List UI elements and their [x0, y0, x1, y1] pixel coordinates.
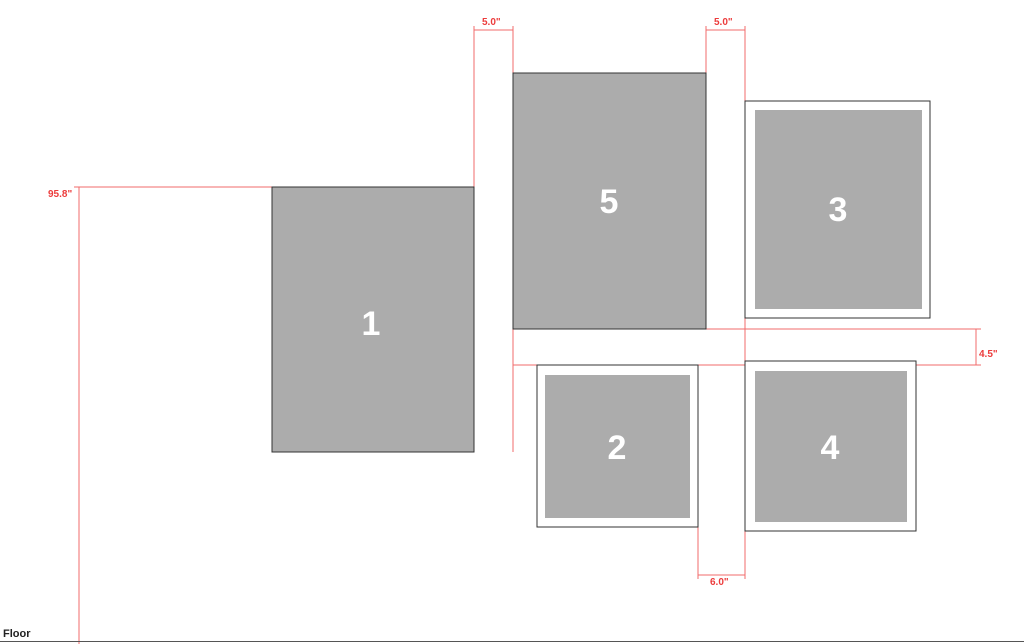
frame-1-number: 1 — [362, 305, 381, 343]
gap-5-3-label: 5.0" — [714, 17, 733, 28]
floor: Floor — [0, 628, 1024, 642]
floor-label: Floor — [3, 628, 31, 640]
gap-2-4-dimension: 6.0" — [697, 571, 746, 588]
frame-4[interactable]: 4 — [744, 360, 917, 532]
gap-1-5-label: 5.0" — [482, 17, 501, 28]
frame-3[interactable]: 3 — [744, 100, 931, 319]
frame-5[interactable]: 5 — [512, 72, 707, 330]
gap-2-4-label: 6.0" — [710, 577, 729, 588]
frame-1[interactable]: 1 — [271, 186, 475, 453]
frame-3-number: 3 — [829, 191, 848, 229]
height-from-floor-label: 95.8" — [48, 189, 72, 200]
gap-5-3-dimension: 5.0" — [705, 17, 746, 34]
frame-4-number: 4 — [821, 429, 840, 467]
gap-vertical-label: 4.5" — [979, 349, 998, 360]
gap-vertical-dimension: 4.5" — [971, 328, 998, 366]
frame-2-number: 2 — [608, 429, 627, 467]
gap-1-5-dimension: 5.0" — [473, 17, 514, 34]
height-dimension: 95.8" — [48, 186, 84, 644]
frame-2[interactable]: 2 — [536, 364, 699, 528]
frame-5-number: 5 — [600, 183, 619, 221]
